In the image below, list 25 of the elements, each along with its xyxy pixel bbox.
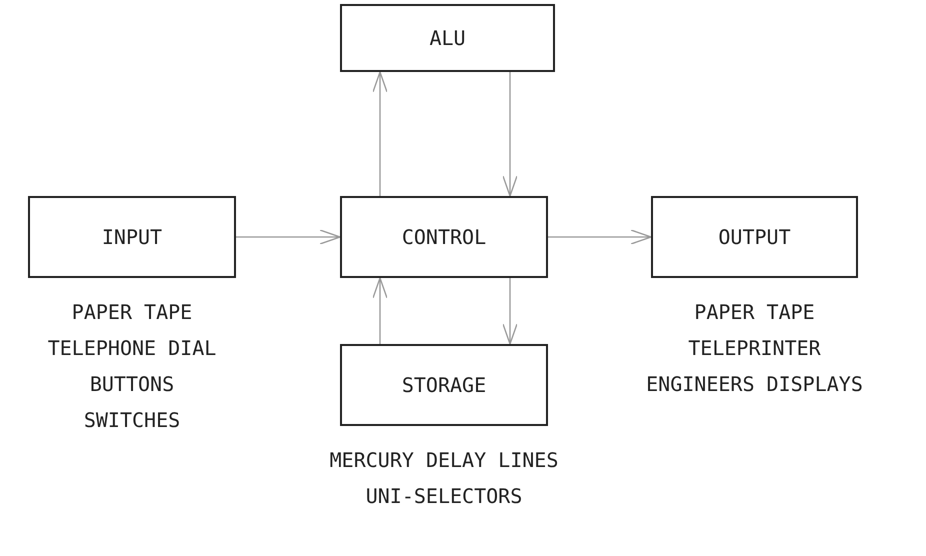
- arrow: [502, 278, 518, 345]
- arrow: [548, 229, 652, 245]
- device-caption: UNI-SELECTORS: [366, 484, 522, 508]
- process-box: [340, 344, 548, 426]
- device-caption: MERCURY DELAY LINES: [330, 448, 558, 472]
- device-caption: ENGINEERS DISPLAYS: [646, 372, 863, 396]
- arrow: [236, 229, 341, 245]
- process-box: [651, 196, 858, 278]
- arrow: [372, 277, 388, 344]
- device-caption: TELEPRINTER: [688, 336, 821, 360]
- device-caption: SWITCHES: [84, 408, 180, 432]
- box-label: STORAGE: [402, 372, 486, 398]
- box-label: INPUT: [102, 224, 162, 250]
- process-box: [340, 196, 548, 278]
- process-box: [28, 196, 236, 278]
- device-caption: PAPER TAPE: [694, 300, 815, 324]
- device-caption: BUTTONS: [90, 372, 174, 396]
- device-caption: TELEPHONE DIAL: [48, 336, 216, 360]
- box-label: ALU: [429, 26, 466, 50]
- box-label: OUTPUT: [718, 224, 791, 250]
- process-box: [340, 4, 555, 72]
- box-label: CONTROL: [402, 224, 486, 250]
- device-caption: PAPER TAPE: [72, 300, 192, 324]
- arrow: [372, 71, 388, 196]
- arrow: [502, 72, 518, 197]
